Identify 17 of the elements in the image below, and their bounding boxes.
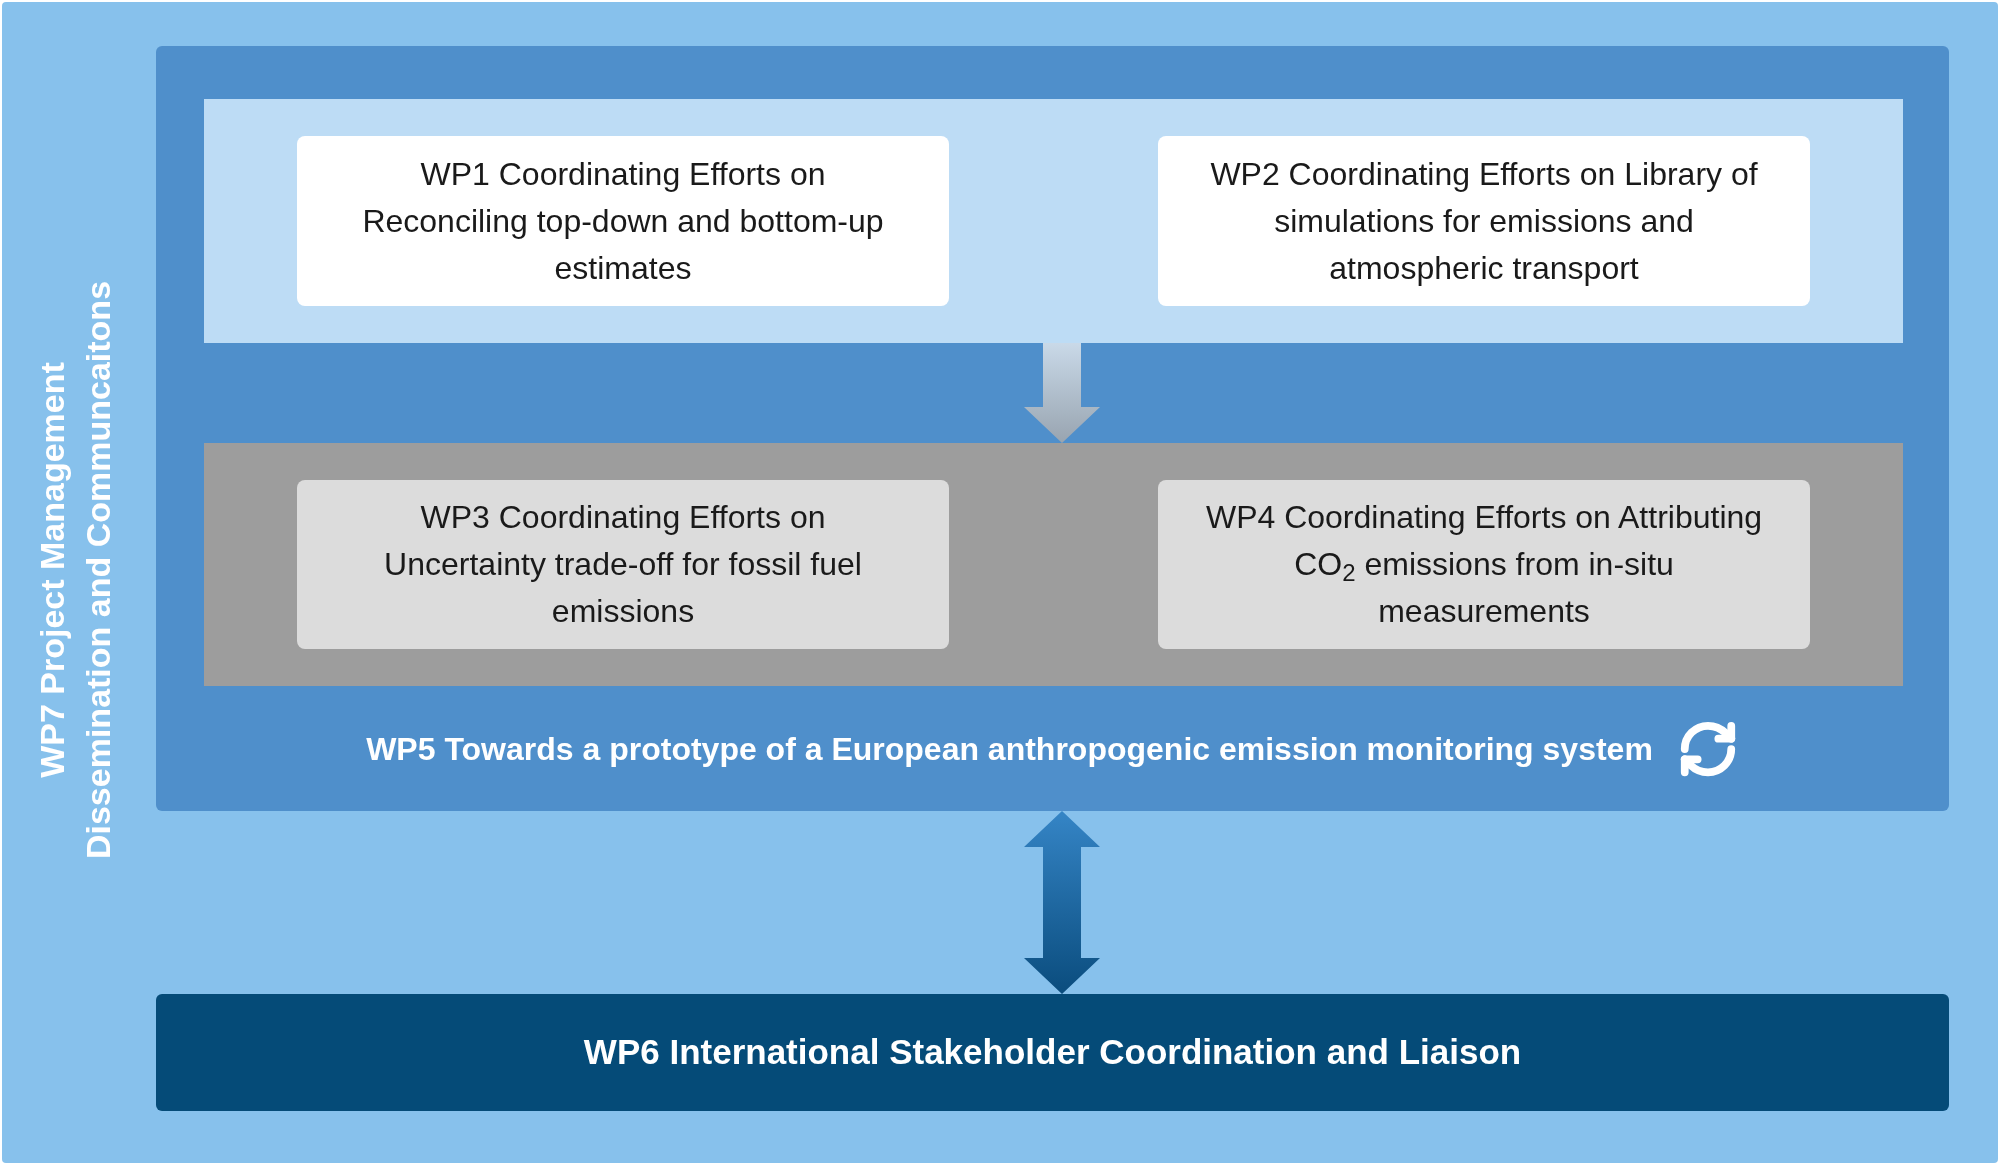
band — [204, 99, 1903, 343]
process-box — [1158, 480, 1810, 649]
box-text: WP4 Coordinating Efforts on Attributing CO$_{2}$ emissions from in-situ measurements — [1204, 498, 1764, 631]
arrow — [1024, 811, 1100, 994]
band — [204, 443, 1903, 686]
process-box — [1158, 136, 1810, 306]
box-text: WP1 Coordinating Efforts on Reconciling top-down and bottom-up estimates — [361, 154, 885, 288]
panel-title: WP5 Towards a prototype of a European anthropogenic emission monitoring system — [366, 730, 1653, 769]
box-text: WP2 Coordinating Efforts on Library of simulations for emissions and atmospheric transport — [1209, 154, 1759, 288]
process-box — [297, 136, 949, 306]
vertical-label: WP7 Project Management Dissemination and Communcaitons — [32, 279, 118, 862]
process-box — [156, 994, 1949, 1111]
box-text: WP6 International Stakeholder Coordination and Liaison — [583, 1031, 1522, 1074]
process-box — [297, 480, 949, 649]
box-text: WP3 Coordinating Efforts on Uncertainty trade-off for fossil fuel emissions — [383, 498, 863, 631]
panel — [156, 46, 1949, 811]
arrow — [1024, 343, 1100, 443]
